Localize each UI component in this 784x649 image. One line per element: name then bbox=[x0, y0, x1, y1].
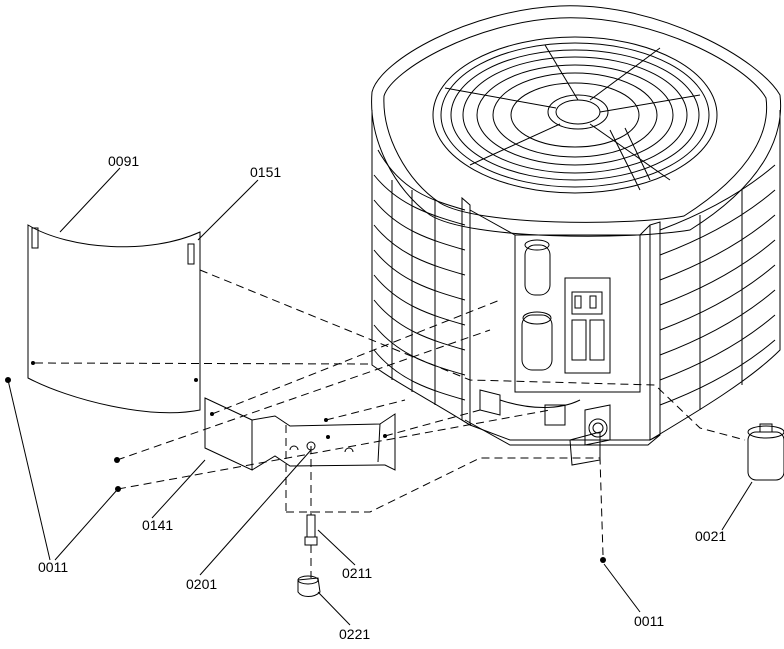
label-0201: 0201 bbox=[186, 576, 217, 592]
part-labels: 0091 0151 0141 0011 0201 0211 0221 0021 … bbox=[38, 153, 726, 642]
label-0091: 0091 bbox=[108, 153, 139, 169]
label-0211: 0211 bbox=[342, 565, 372, 581]
label-0011-left: 0011 bbox=[38, 559, 68, 575]
label-0011-right: 0011 bbox=[634, 613, 664, 629]
screws bbox=[5, 377, 606, 563]
condenser-unit bbox=[371, 5, 782, 466]
mounting-bracket bbox=[204, 397, 396, 471]
sensor-assembly bbox=[297, 441, 321, 597]
access-panel bbox=[27, 224, 201, 414]
label-0021: 0021 bbox=[695, 528, 726, 544]
label-0151: 0151 bbox=[250, 164, 281, 180]
leader-lines bbox=[7, 167, 753, 626]
label-0141: 0141 bbox=[142, 517, 173, 533]
filter-drier bbox=[747, 423, 784, 481]
assembly-lines bbox=[34, 269, 746, 578]
label-0221: 0221 bbox=[339, 626, 370, 642]
